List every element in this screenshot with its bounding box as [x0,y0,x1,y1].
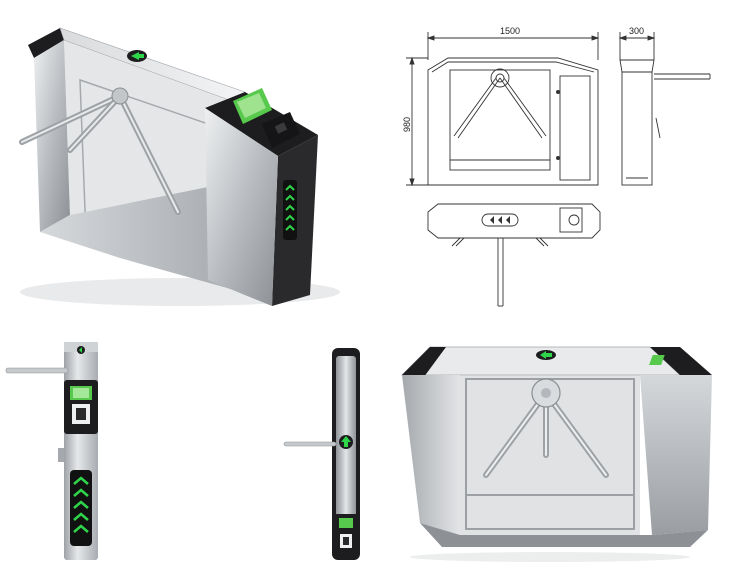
arrow-indicator-icon [536,350,556,360]
card-reader-icon [262,112,300,148]
technical-drawing: 1500 980 300 [380,0,737,315]
screen-icon [233,88,272,124]
card-reader-icon [340,534,352,548]
depth-dimension-label: 300 [629,26,644,36]
arrow-indicator-icon [77,346,85,354]
height-dimension-label: 980 [402,117,412,132]
chevron-arrows-icon [70,470,92,546]
turnstile-front-view [390,335,737,564]
card-reader-icon [72,404,90,424]
tripod-arms [19,87,181,215]
chevron-arrows-icon [490,216,510,224]
turnstile-end-view [270,330,390,564]
width-dimension-label: 1500 [500,26,520,36]
arrow-indicator-icon [127,50,147,62]
arrow-indicator-icon [339,435,353,449]
turnstile-side-view [0,330,190,564]
tripod-arms [483,378,609,478]
chevron-arrows-icon [283,180,297,240]
turnstile-isometric-view [0,0,352,315]
